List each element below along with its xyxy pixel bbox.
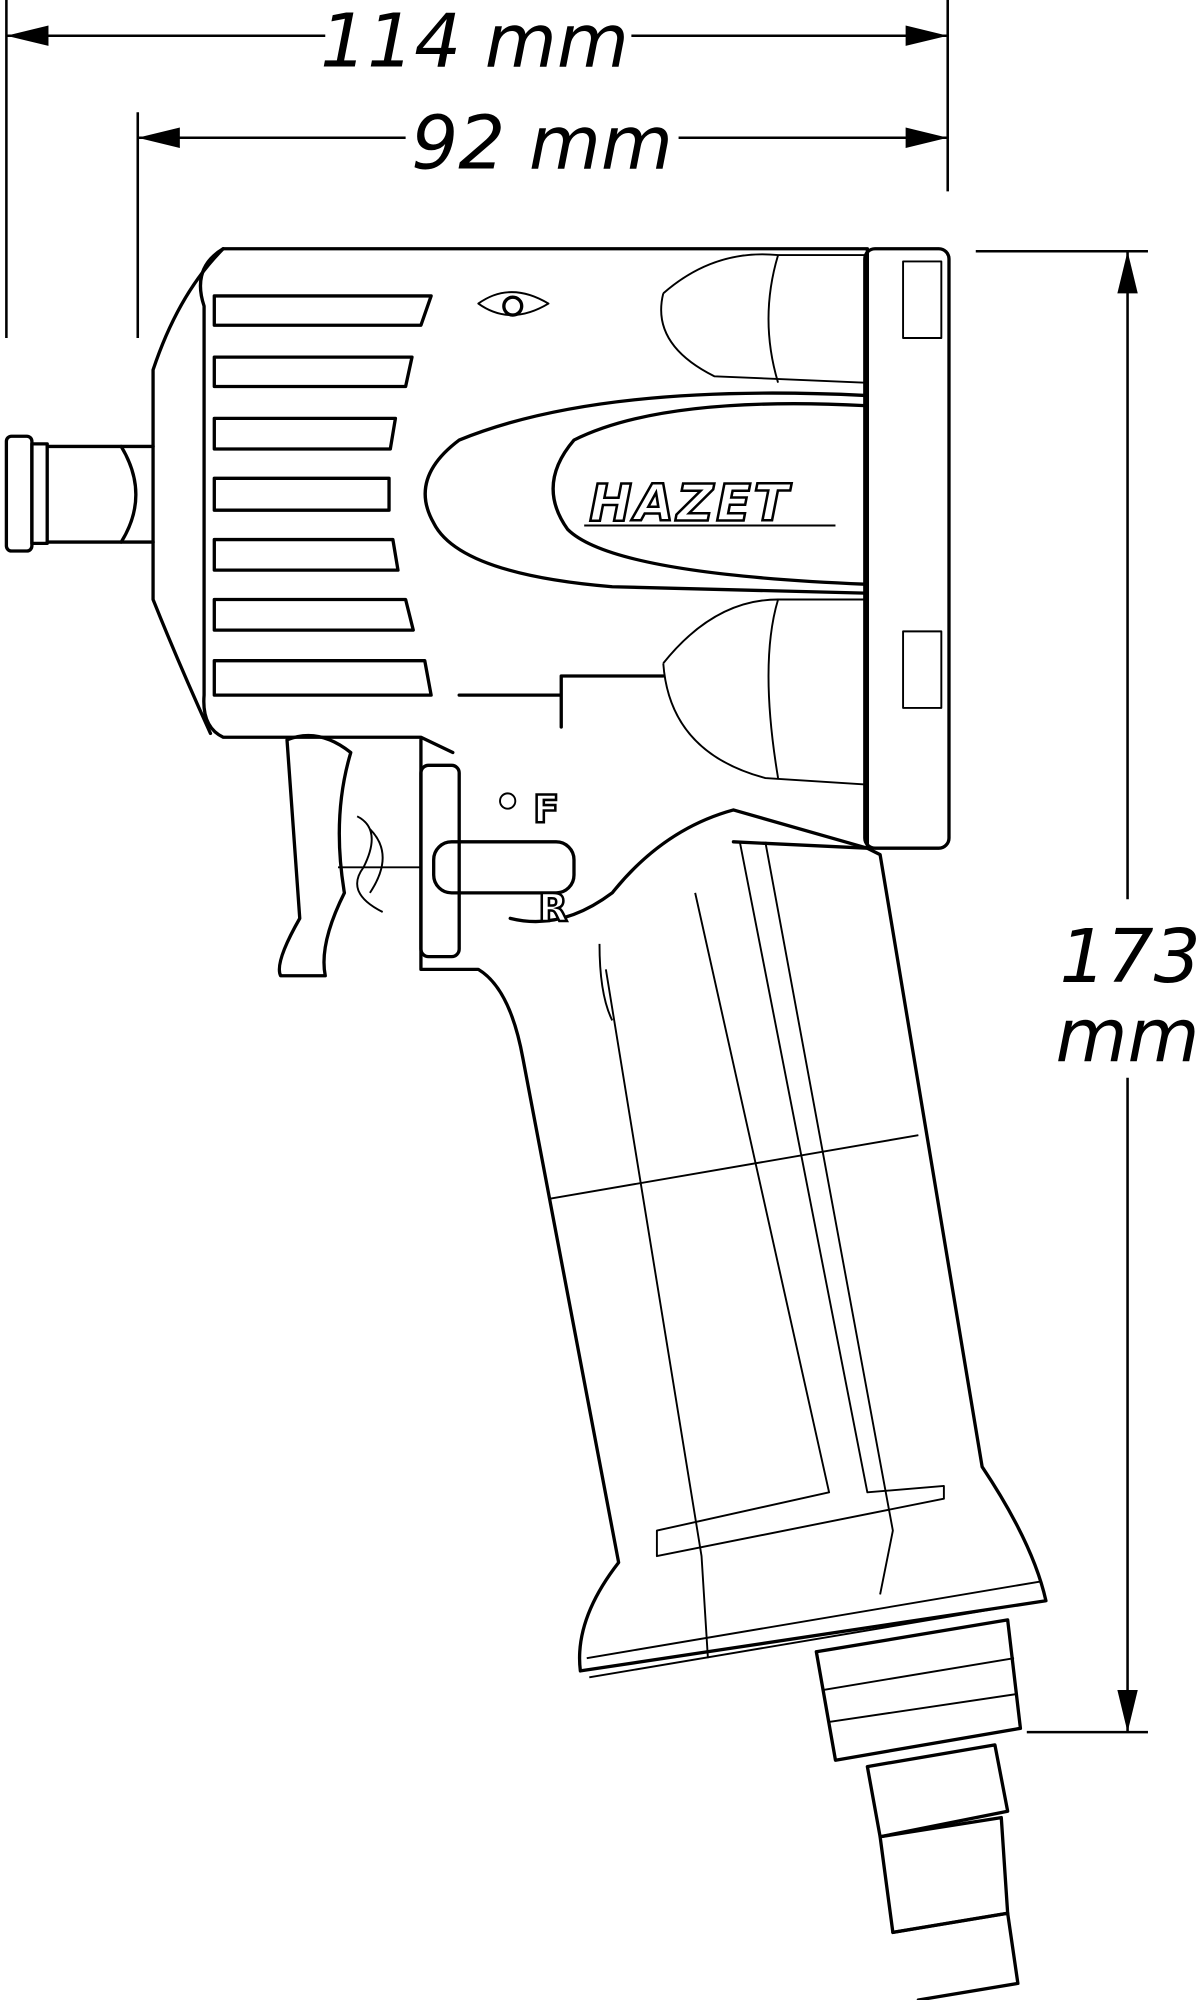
cooling-fins <box>212 294 433 697</box>
dimension-label-173: 173 <box>1060 914 1199 1000</box>
dimension-label-mm: mm <box>1056 993 1199 1079</box>
hammer-case <box>151 247 870 850</box>
air-inlet-fitting <box>814 1618 1023 2000</box>
trigger <box>277 733 421 978</box>
hazet-logo: HAZET <box>589 474 792 533</box>
pistol-grip-handle <box>419 674 1048 1679</box>
dimension-label-114: 114 mm <box>320 0 629 84</box>
dimension-overall-length: 114 mm <box>5 0 949 339</box>
square-drive-anvil <box>4 434 155 553</box>
forward-label: F <box>533 788 559 833</box>
dimension-label-92: 92 mm <box>411 100 673 186</box>
dimension-head-length: 92 mm <box>136 100 948 339</box>
motor-housing: HAZET <box>423 247 951 850</box>
reverse-label: R <box>538 886 567 931</box>
dimension-height: 173 mm <box>975 250 1199 1734</box>
forward-reverse-switch[interactable]: F R <box>419 763 576 959</box>
